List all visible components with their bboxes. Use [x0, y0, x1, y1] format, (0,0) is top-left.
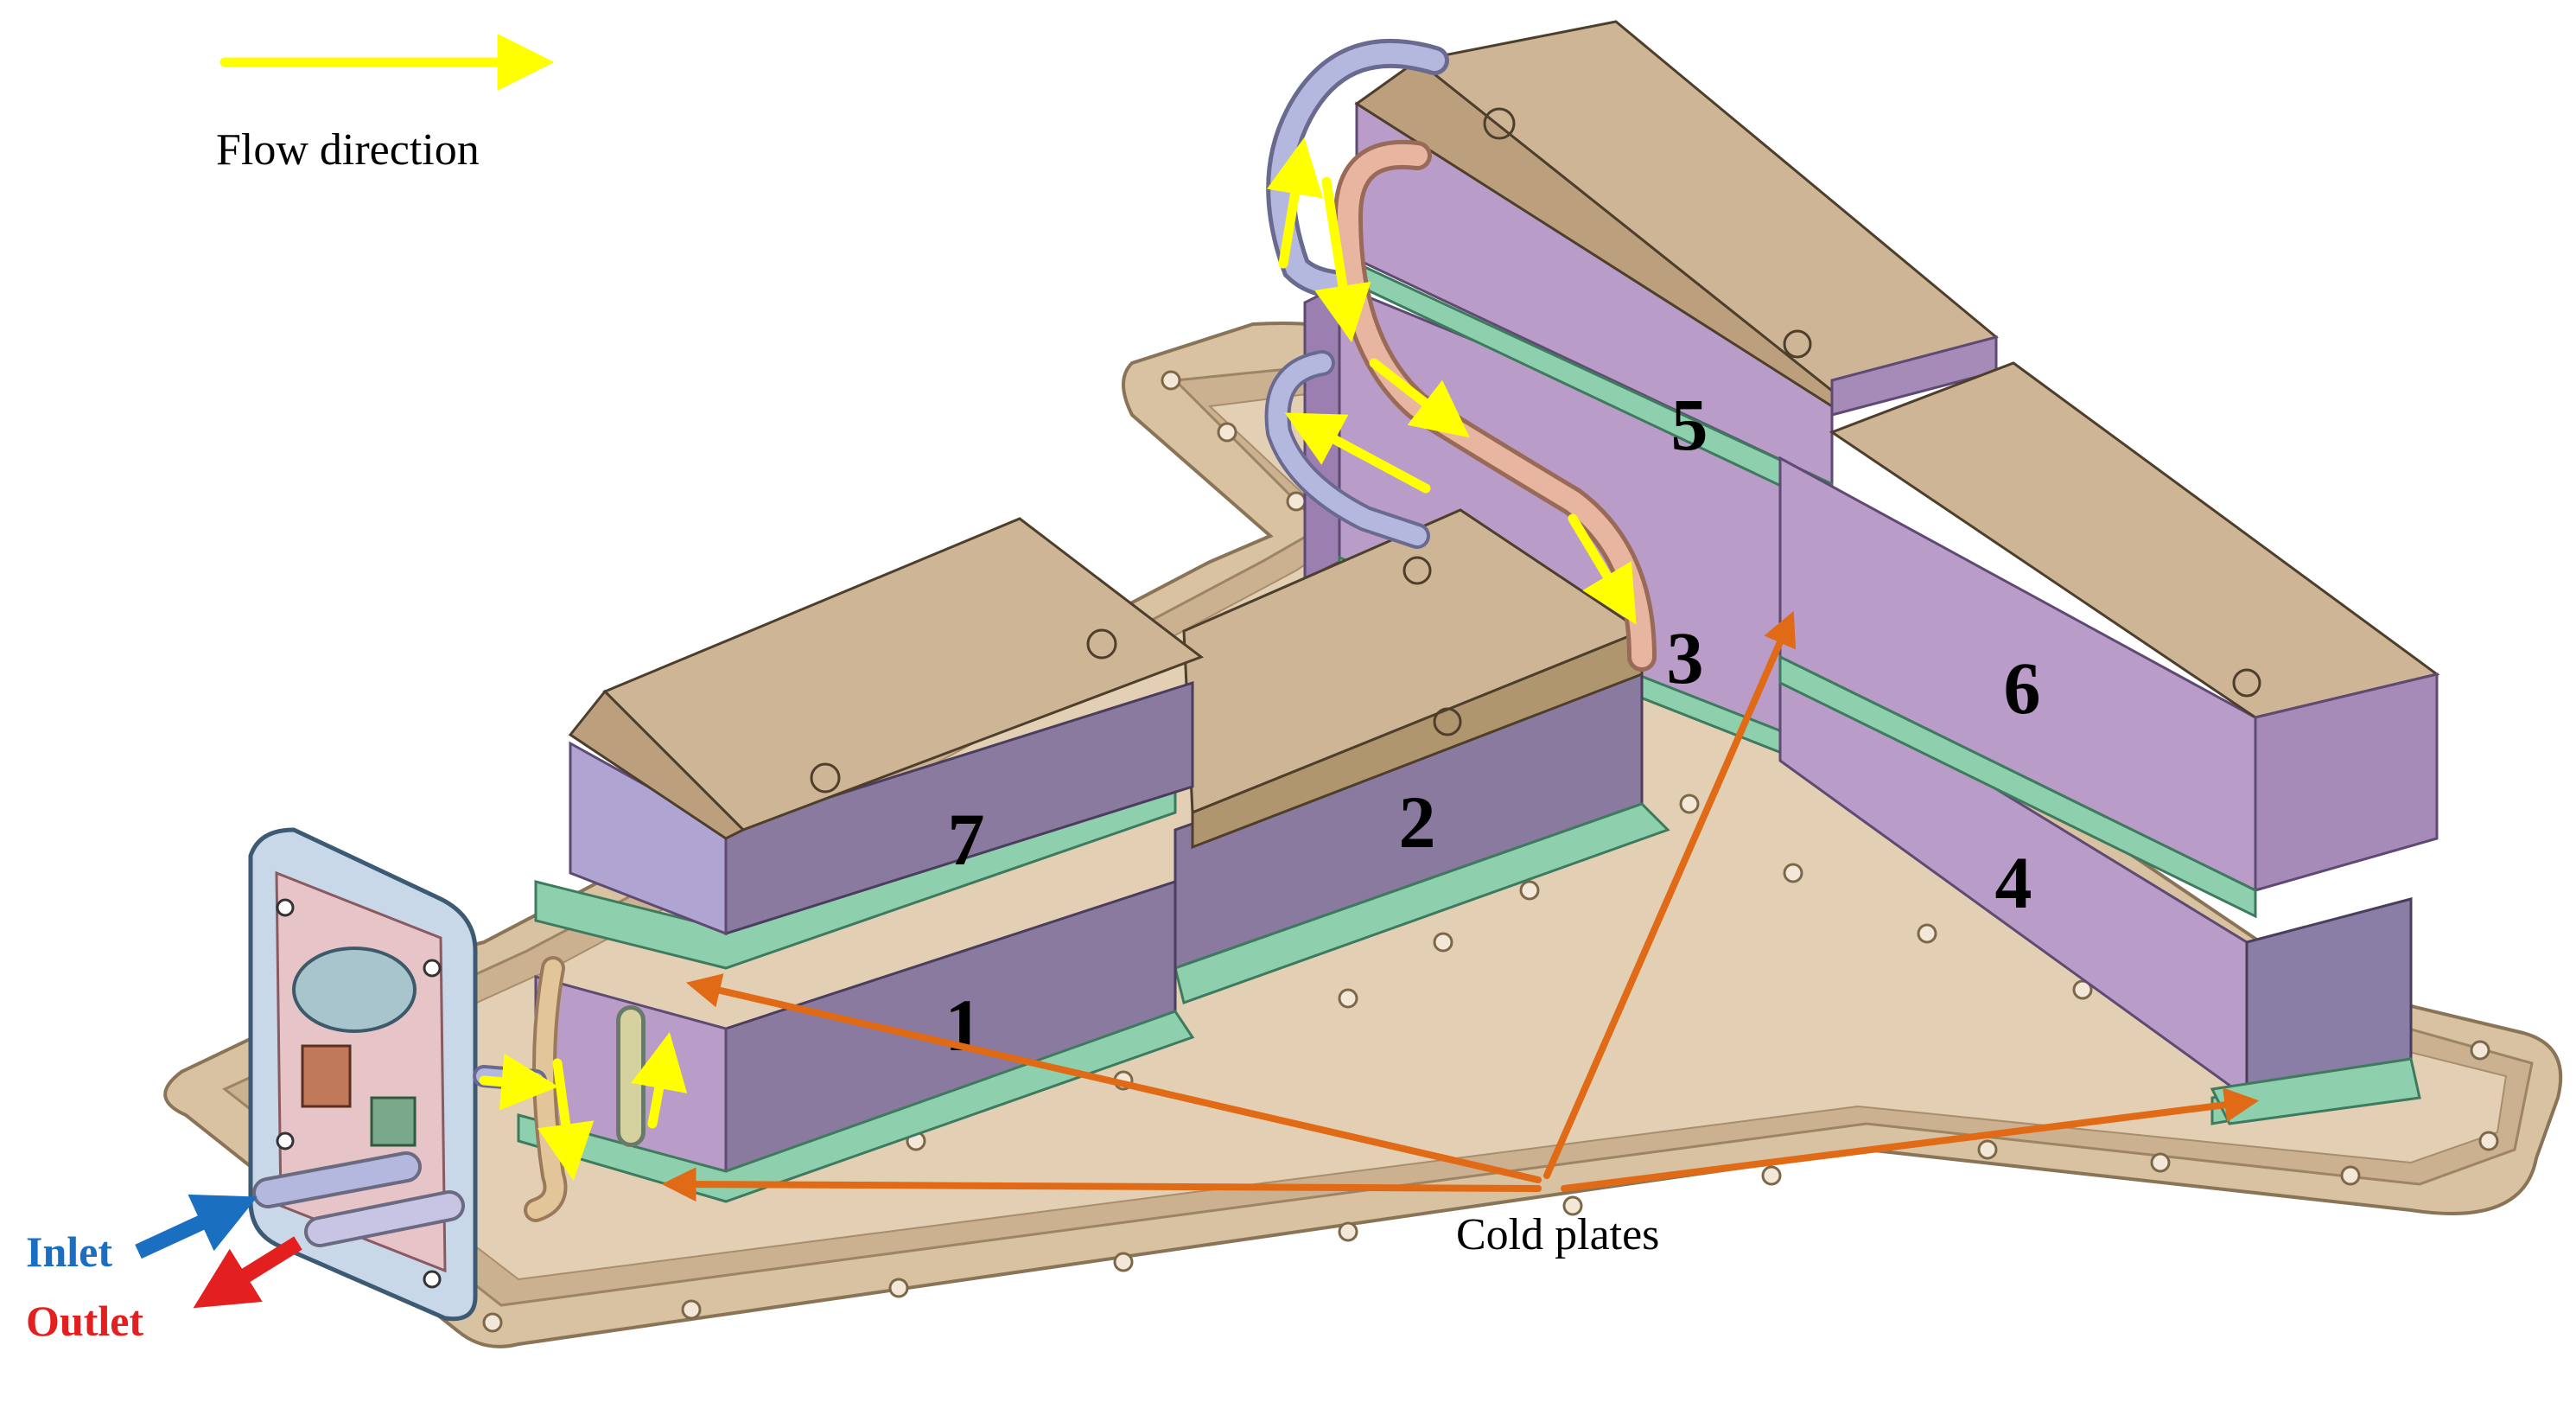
cold-plates-label: Cold plates: [1456, 1210, 1659, 1259]
port-pipes: [252, 1151, 465, 1247]
flow-direction-label: Flow direction: [216, 125, 480, 175]
module-5: [1346, 20, 1999, 513]
module-label-4: 4: [1995, 841, 2032, 924]
module-label-6: 6: [2004, 647, 2041, 730]
module-2: [1174, 508, 1670, 1004]
outlet-label: Outlet: [26, 1297, 143, 1345]
module-label-2: 2: [1399, 781, 1436, 864]
module-label-1: 1: [945, 984, 983, 1067]
connector-round-housing: [292, 947, 417, 1033]
module-7: [568, 517, 1205, 936]
port-arrows: [135, 1194, 302, 1309]
module-label-3: 3: [1667, 616, 1704, 699]
outlet-arrow: [193, 1236, 302, 1309]
inlet-arrow: [135, 1194, 258, 1259]
flow-arrows: [219, 34, 1637, 1182]
module-6: [1778, 361, 2440, 919]
inlet-label: Inlet: [26, 1227, 112, 1276]
module-label-5: 5: [1671, 383, 1708, 466]
cold-plate-arrows: [661, 610, 2260, 1202]
module-label-7: 7: [948, 798, 985, 881]
